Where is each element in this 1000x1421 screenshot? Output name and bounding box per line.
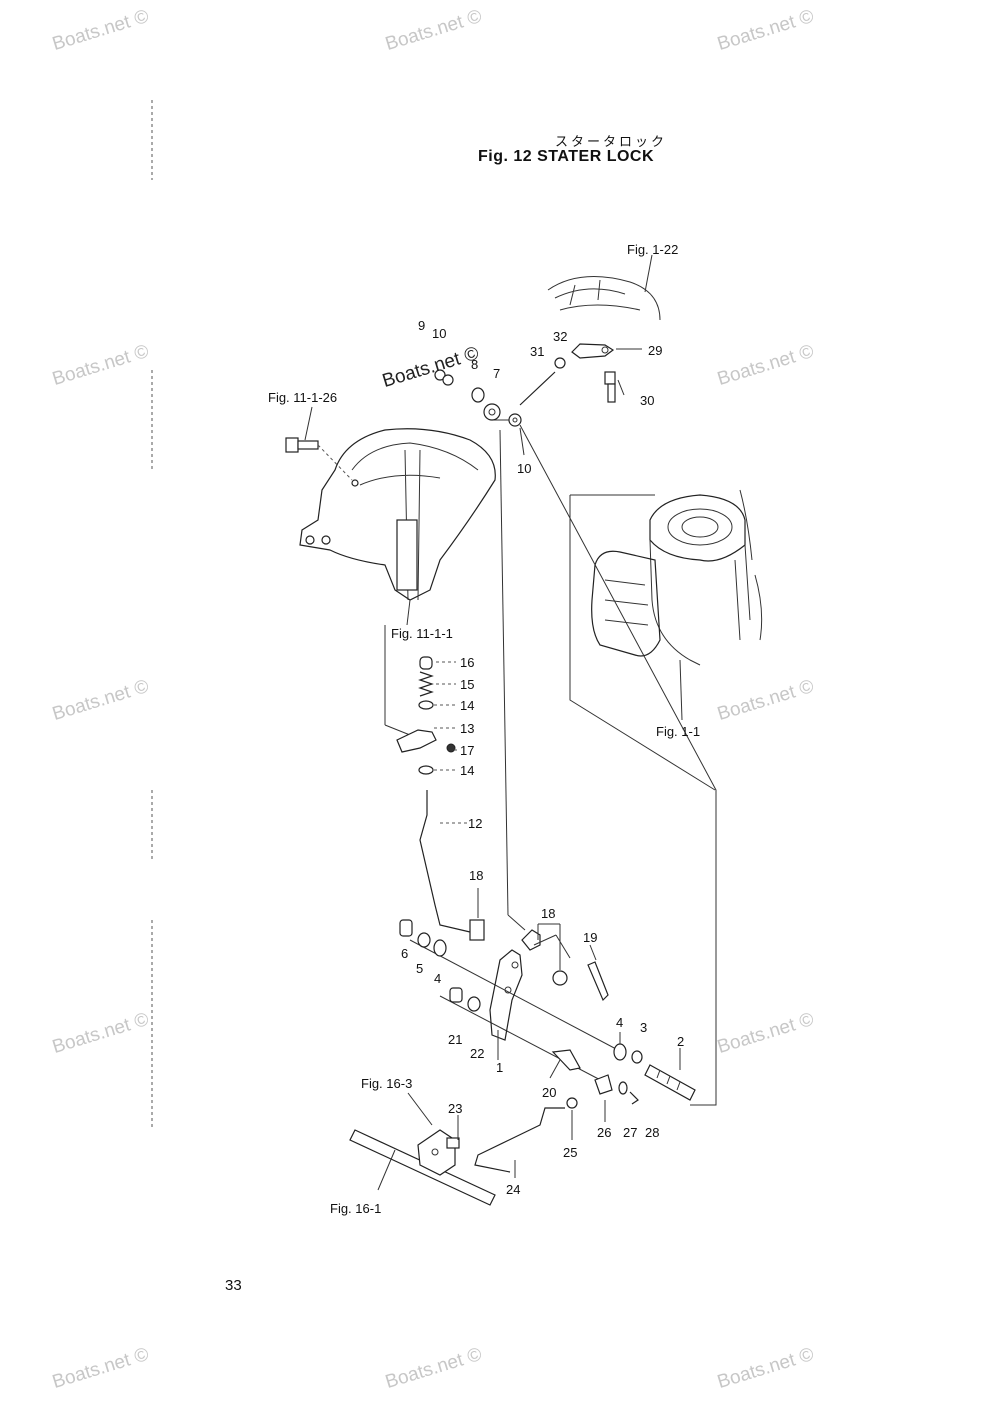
fig-ref-11-1-26: Fig. 11-1-26: [268, 390, 337, 405]
callout-8: 8: [471, 357, 478, 372]
lock-lever-assembly: [396, 656, 485, 941]
callout-3: 3: [640, 1020, 647, 1035]
page-number: 33: [225, 1277, 242, 1294]
bolt-fig-11-1-26: [285, 406, 353, 481]
callout-9: 9: [418, 318, 425, 333]
callout-18-left: 18: [469, 868, 483, 883]
callout-31: 31: [530, 344, 544, 359]
callout-5: 5: [416, 961, 423, 976]
assembly-guide-lines: [384, 419, 717, 1106]
callout-28: 28: [645, 1125, 659, 1140]
callout-32: 32: [553, 329, 567, 344]
callout-30: 30: [640, 393, 654, 408]
callout-20: 20: [542, 1085, 556, 1100]
callout-10-bottom: 10: [517, 461, 531, 476]
callout-1: 1: [496, 1060, 503, 1075]
callout-13: 13: [460, 721, 474, 736]
callout-leaders: [434, 348, 681, 1178]
callout-7: 7: [493, 366, 500, 381]
part-number-callouts: 9 10 8 7 31 32 29 30 10 16 15 14 13 17 1…: [401, 318, 684, 1197]
fig-ref-1-22: Fig. 1-22: [627, 242, 678, 257]
callout-10-top: 10: [432, 326, 446, 341]
callout-23: 23: [448, 1101, 462, 1116]
pivot-shaft: [613, 1043, 696, 1101]
callout-17: 17: [460, 743, 474, 758]
callout-25: 25: [563, 1145, 577, 1160]
fig-ref-11-1-1: Fig. 11-1-1: [391, 626, 453, 641]
callout-29: 29: [648, 343, 662, 358]
callout-14-lower: 14: [460, 763, 474, 778]
callout-6: 6: [401, 946, 408, 961]
callout-14-upper: 14: [460, 698, 474, 713]
engine-block-fig-1-1: [569, 489, 763, 791]
callout-4-right: 4: [616, 1015, 623, 1030]
callout-18-right: 18: [541, 906, 555, 921]
lever-assembly: [399, 919, 609, 1041]
callout-19: 19: [583, 930, 597, 945]
callout-27: 27: [623, 1125, 637, 1140]
starter-housing-fig-11-1-1: [299, 428, 496, 626]
callout-15: 15: [460, 677, 474, 692]
figure-title-japanese: スタータロック: [555, 135, 668, 150]
callout-22: 22: [470, 1046, 484, 1061]
callout-2: 2: [677, 1034, 684, 1049]
housing-fig-1-22: [547, 254, 661, 321]
figure-reference-labels: Fig. 1-22 Fig. 11-1-26 Fig. 11-1-1 Fig. …: [268, 242, 700, 1216]
callout-12: 12: [468, 816, 482, 831]
top-hardware: [434, 343, 642, 456]
callout-24: 24: [506, 1182, 520, 1197]
callout-16: 16: [460, 655, 474, 670]
fig-ref-16-1: Fig. 16-1: [330, 1201, 381, 1216]
callout-21: 21: [448, 1032, 462, 1047]
fig-ref-1-1: Fig. 1-1: [656, 724, 700, 739]
linkage-rod-assembly: [349, 1049, 639, 1206]
callout-26: 26: [597, 1125, 611, 1140]
fig-ref-16-3: Fig. 16-3: [361, 1076, 412, 1091]
figure-title: Fig. 12 STATER LOCK: [478, 148, 655, 165]
callout-4-left: 4: [434, 971, 441, 986]
